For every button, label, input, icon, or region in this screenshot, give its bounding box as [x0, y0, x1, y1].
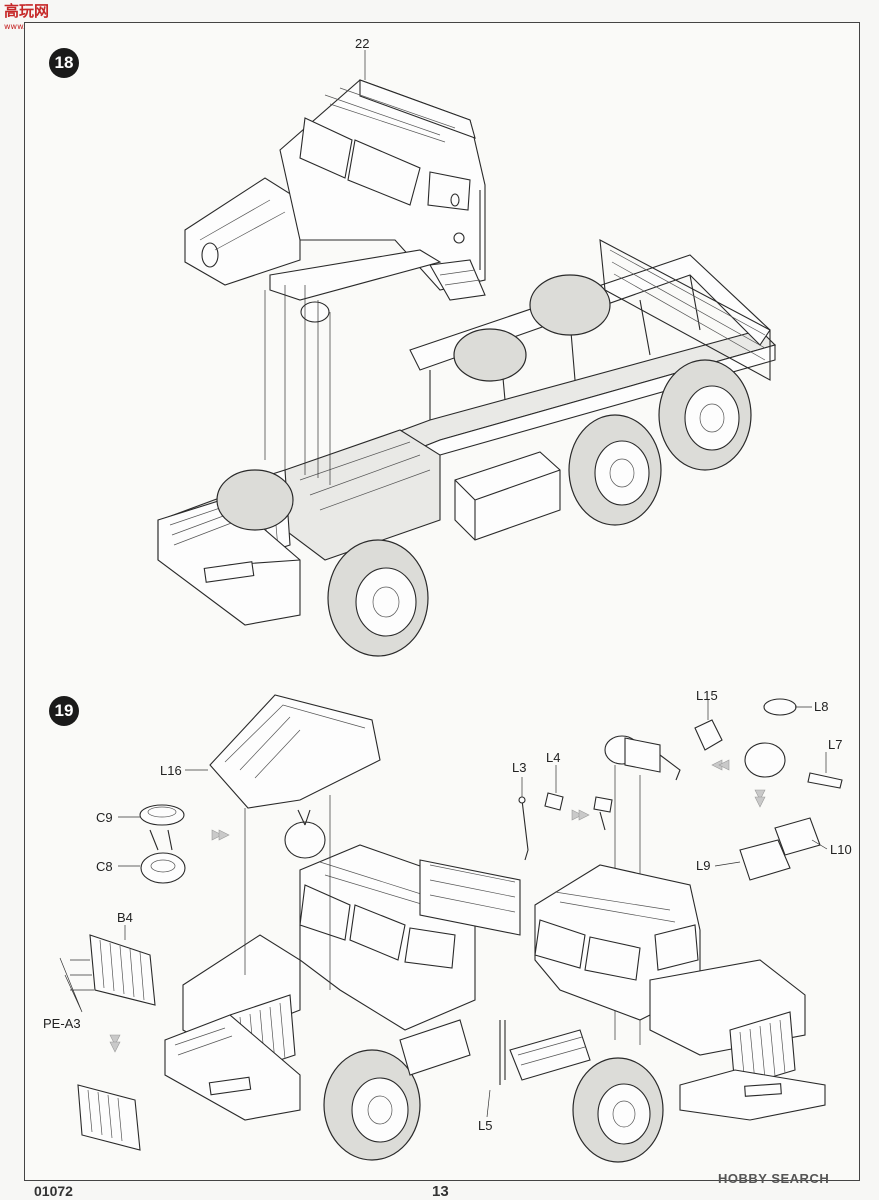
callout-part-C9: C9 — [96, 810, 113, 825]
callout-part-B4: B4 — [117, 910, 133, 925]
callout-part-C8: C8 — [96, 859, 113, 874]
callout-part-L7: L7 — [828, 737, 843, 752]
callout-part-22: 22 — [355, 36, 370, 51]
step-18-badge: 18 — [49, 48, 79, 78]
watermark-logo: 高玩网 — [4, 2, 50, 20]
step-19-drawing — [59, 694, 843, 1163]
step-18-drawing — [157, 50, 777, 657]
callout-part-L16: L16 — [160, 763, 182, 778]
callout-part-L15: L15 — [696, 688, 718, 703]
source-watermark: HOBBY SEARCH — [718, 1171, 830, 1186]
callout-part-L9: L9 — [696, 858, 711, 873]
kit-code: 01072 — [34, 1183, 73, 1199]
callout-part-L5: L5 — [478, 1118, 493, 1133]
callout-part-L10: L10 — [830, 842, 852, 857]
step-19-badge: 19 — [49, 696, 79, 726]
callout-part-PE-A3: PE-A3 — [43, 1016, 81, 1031]
page-number: 13 — [432, 1183, 449, 1200]
callout-part-L4: L4 — [546, 750, 561, 765]
callout-part-L3: L3 — [512, 760, 527, 775]
callout-part-L8: L8 — [814, 699, 829, 714]
